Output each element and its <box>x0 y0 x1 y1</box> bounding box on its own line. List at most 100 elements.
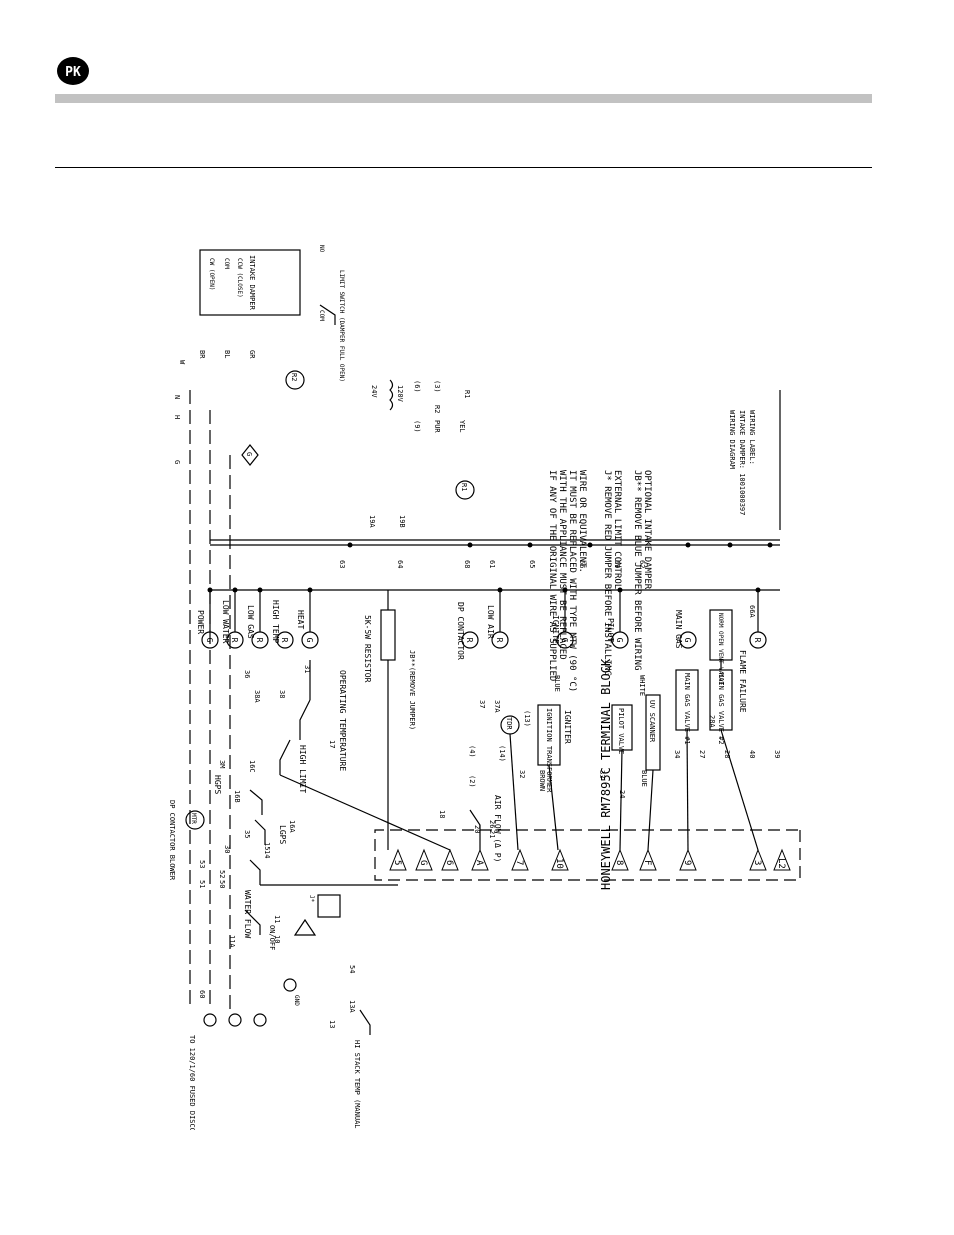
j-jumper-label: J* <box>308 895 315 903</box>
wire-no-30: 30 <box>223 845 231 853</box>
wire-no-h: H <box>173 415 181 419</box>
main-gas-valve-1-label: MAIN GAS VALVE #1 <box>683 673 691 745</box>
wiring-diagram: HONEYWELL RM7895C TERMINAL BLOCK 5 G 6 A… <box>150 230 810 1204</box>
relay-r2-coil-label: R2 <box>290 373 298 381</box>
resistor-label: 5K-5W RESISTOR <box>363 615 372 683</box>
wire-no-11a: 11A <box>228 935 236 948</box>
wire-no-11: 11 <box>273 915 281 923</box>
air-flow-label: AIR FLOW (Δ P) <box>493 795 502 862</box>
terminal-label-9: 9 <box>682 860 692 865</box>
light-pilot-letter: G <box>615 638 624 643</box>
wire-no-20: 20 <box>473 825 481 833</box>
main-gas-valve-2-label: MAIN GAS VALVE #2 <box>717 673 725 745</box>
lgps-label: LGPS <box>278 825 287 844</box>
terminal-block-label: HONEYWELL RM7895C TERMINAL BLOCK <box>599 658 613 890</box>
wire-color-br: BR <box>198 350 206 359</box>
light-main-gas-label: MAIN GAS <box>674 610 683 649</box>
terminal-label-10: 10 <box>554 858 564 869</box>
wire-no-16c: 16C <box>248 760 256 773</box>
wire-no-17: 17 <box>328 740 336 748</box>
gnd-label: GND <box>293 995 300 1006</box>
terminal-label-l2: L2 <box>776 858 786 869</box>
wire-no-16a: 16A <box>288 820 296 833</box>
wire-no-66: 66 <box>578 560 586 568</box>
terminal-7 <box>511 848 529 871</box>
disconnect-label: TO 120/1/60 FUSED DISCONNECT (BY OTHERS) <box>188 1035 196 1130</box>
terminal-label-g: G <box>418 860 428 865</box>
header-rule <box>55 167 872 168</box>
intake-damper-box <box>199 249 301 316</box>
terminal-label-5: 5 <box>392 860 402 865</box>
note2-line2: EXTERNAL LIMIT CONTROL <box>612 470 622 589</box>
note1-line2: WITH THE APPLIANCE MUST BE REPLACED <box>557 470 567 660</box>
wire-no-60: 60 <box>198 990 206 998</box>
wire-no-28a: 28A <box>708 715 716 728</box>
wire-color-blue: BLUE <box>553 675 561 692</box>
operating-temp-label: OPERATING TEMPERATURE <box>338 670 347 771</box>
mtr-label: MTR <box>190 813 197 824</box>
note2-line1: J* REMOVE RED JUMPER BEFORE INSTALLING <box>602 470 612 676</box>
light-main-gas <box>679 631 697 649</box>
on-off-label: ON/OFF <box>268 925 276 950</box>
terminal-label-8: 8 <box>614 860 624 865</box>
wire-no-38a: 38A <box>253 690 261 703</box>
wire-no-32: 32 <box>518 770 526 778</box>
company-logo-icon: PK <box>56 56 90 86</box>
light-dp-letter: R <box>465 638 474 643</box>
light-heat-letter: G <box>305 638 314 643</box>
note3-line1: JB** REMOVE BLUE JUMPER BEFORE WIRING <box>632 470 642 670</box>
limit-switch-label: LIMIT SWITCH (DAMPER FULL OPEN) <box>338 270 345 382</box>
wire-color-blue2: BLUE <box>640 770 648 787</box>
terminal-f <box>639 848 657 871</box>
terminals <box>389 848 791 871</box>
wire-no-3p: (3) <box>433 380 441 393</box>
wire-no-65: 65 <box>528 560 536 568</box>
relay-r2 <box>285 370 305 390</box>
vent-valve-label: NORM OPEN VENT VALVE <box>717 613 724 686</box>
wire-color-bl: BL <box>223 350 231 358</box>
wire-no-69: 69 <box>613 560 621 568</box>
wire-no-g: G <box>173 460 181 464</box>
wire-no-39: 39 <box>773 750 781 758</box>
light-low-gas-label: LOW GAS <box>246 605 255 639</box>
light-low-water-label: LOW WATER <box>221 600 230 644</box>
wire-no-68: 68 <box>463 560 471 568</box>
igniter-label: IGNITER <box>563 710 572 744</box>
wire-color-gr: GR <box>248 350 256 359</box>
wire-color-brown: BROWN <box>538 770 546 791</box>
wire-pur: PUR <box>433 420 441 433</box>
wire-no-14: 14 <box>263 850 271 858</box>
ignition-transformer-label: IGNITION TRANSFORMER <box>545 708 553 793</box>
light-high-temp <box>276 631 294 649</box>
wire-no-33: 33 <box>598 770 606 778</box>
wire-no-66a: 66A <box>748 605 756 618</box>
transformer-24v-label: 24V <box>370 385 378 398</box>
water-flow-label: WATER FLOW <box>243 890 252 938</box>
terminal-10 <box>551 848 569 871</box>
terminal-3 <box>749 848 767 871</box>
dp-blower-label: DP CONTACTOR BLOWER <box>168 800 176 881</box>
note1-line3: IT MUST BE REPLACED WITH TYPE MTW (90 °C… <box>567 470 577 692</box>
gnd-lug-icon <box>283 978 297 992</box>
wire-no-63: 63 <box>338 560 346 568</box>
terminal-label-a: A <box>474 860 484 866</box>
wire-no-21: 21 <box>488 830 496 838</box>
light-ignite-letter: G <box>560 638 569 643</box>
wire-no-54: 54 <box>348 965 356 973</box>
tdr-label: TDR <box>505 717 513 730</box>
wire-no-n: N <box>173 395 181 399</box>
terminal-8 <box>611 848 629 871</box>
wire-no-61: 61 <box>488 560 496 568</box>
wire-no-52: 52 <box>218 870 226 878</box>
wire-no-40: 40 <box>748 750 756 758</box>
wire-no-19a: 19A <box>368 515 376 528</box>
wire-no-35: 35 <box>243 830 251 838</box>
light-ignite-label: IGNITE <box>551 615 560 644</box>
warning-triangle-icon <box>293 918 317 936</box>
relay-r1-label: R1 <box>460 483 468 491</box>
hi-stack-temp-switch <box>359 1009 371 1035</box>
uv-scanner-label: UV SCANNER <box>648 700 656 743</box>
wire-no-10: 10 <box>273 935 281 943</box>
cw-open-label: CW (OPEN) <box>208 258 215 291</box>
wire-no-51: 51 <box>198 880 206 888</box>
